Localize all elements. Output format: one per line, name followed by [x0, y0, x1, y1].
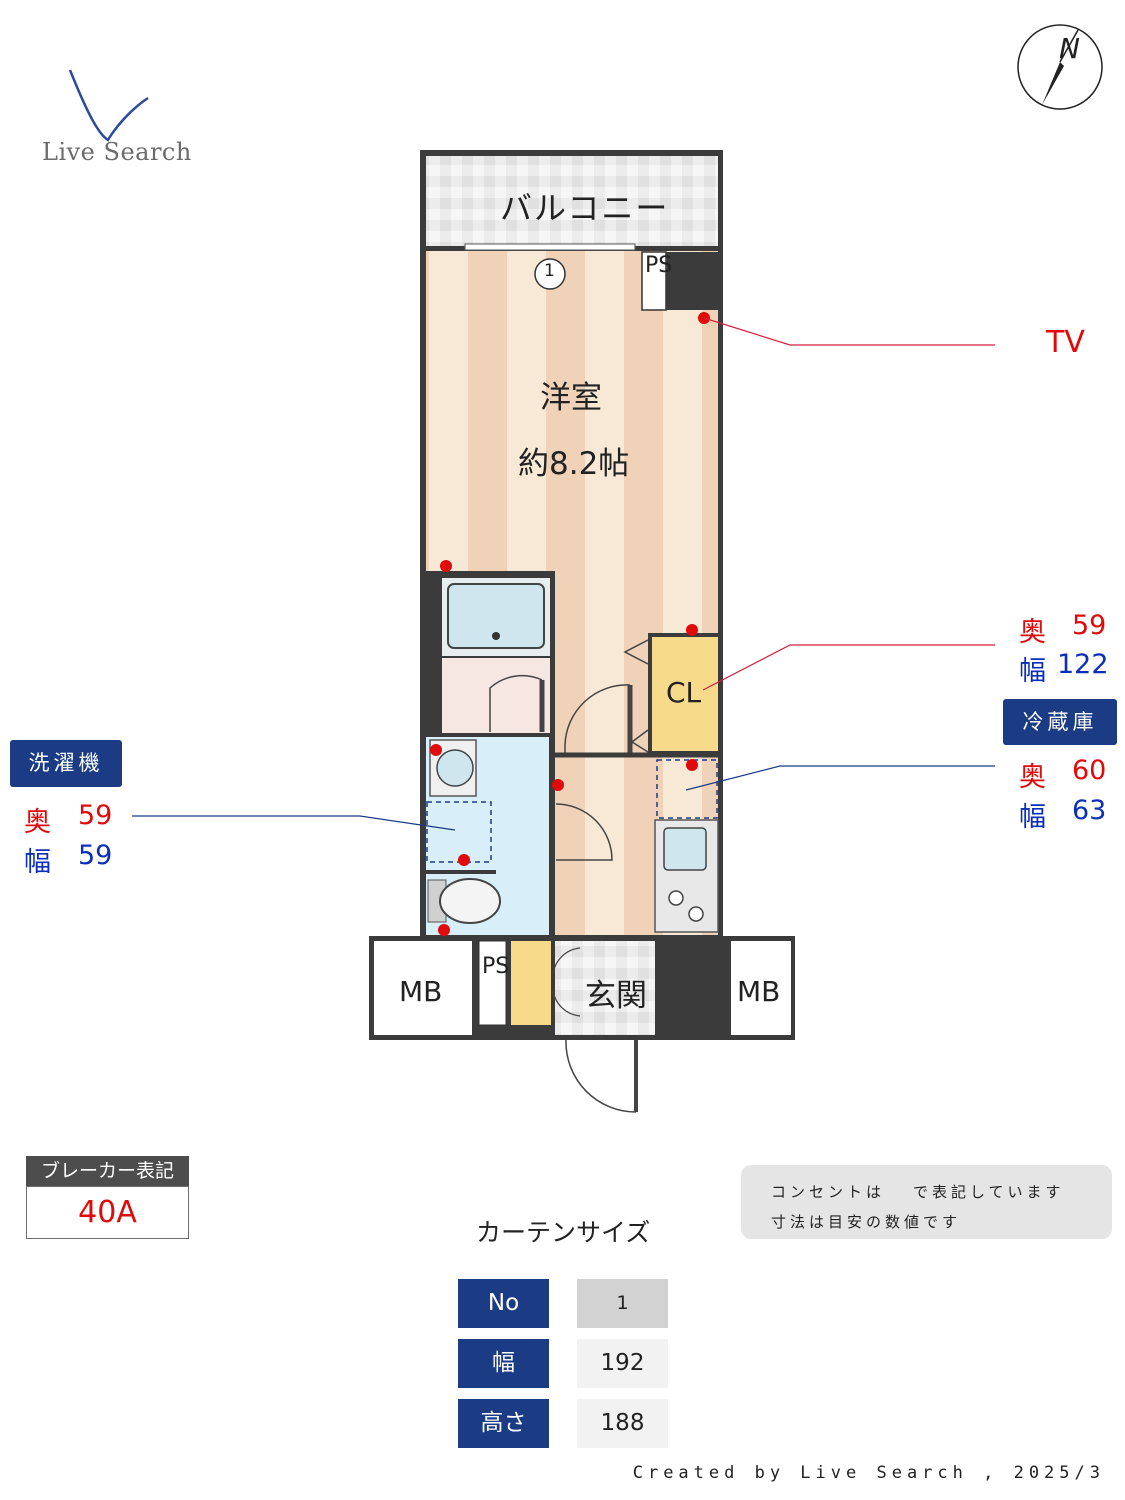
closet-depth-label: 奥: [1019, 617, 1046, 648]
curtain-row-height-label: 高さ: [458, 1399, 549, 1448]
washroom-floor: [442, 658, 550, 733]
note-line1a: コンセントは: [771, 1183, 886, 1201]
mb-left-box: [374, 941, 472, 1035]
closet-width-label: 幅: [1019, 656, 1046, 687]
balcony-floor: [426, 156, 718, 246]
fridge-depth-value: 60: [1072, 755, 1107, 786]
closet-leader: [702, 644, 995, 691]
western-room-size: 約8.2帖: [518, 446, 630, 482]
mb-right-box: [731, 941, 791, 1035]
curtain-marker-label: 1: [544, 261, 555, 281]
fridge-spot: [656, 759, 718, 819]
fridge-leader: [685, 765, 995, 791]
balcony-label: バルコニー: [500, 189, 670, 227]
logo-icon: [68, 69, 149, 142]
compass-north-label: N: [1059, 32, 1080, 65]
mb-right-label: MB: [737, 975, 781, 1008]
ps-top-label: PS: [645, 253, 673, 278]
compass-icon: [1017, 24, 1103, 110]
tv-leader: [703, 317, 995, 346]
note-line2: 寸法は目安の数値です: [771, 1213, 962, 1231]
mb-left-label: MB: [399, 975, 443, 1008]
washer-width-label: 幅: [24, 847, 51, 878]
curtain-row-width-label: 幅: [458, 1339, 549, 1388]
fridge-depth-label: 奥: [1019, 762, 1046, 793]
curtain-row-height-value: 188: [577, 1399, 668, 1448]
washer-tag: 洗濯機: [10, 740, 122, 787]
tv-label: TV: [1046, 325, 1085, 360]
curtain-title: カーテンサイズ: [476, 1218, 651, 1247]
outlet-markers: [430, 312, 710, 936]
washer-leader: [132, 815, 456, 831]
western-room-label: 洋室: [540, 380, 602, 416]
washer-depth-label: 奥: [24, 807, 51, 838]
washer-depth-value: 59: [78, 800, 113, 831]
breaker-value: 40A: [26, 1186, 189, 1239]
bathtub: [447, 583, 545, 649]
entrance-floor: [555, 941, 655, 1035]
brand-name: Live Search: [42, 138, 192, 166]
window: [464, 243, 636, 251]
fridge-width-label: 幅: [1019, 802, 1046, 833]
toilet: [439, 878, 501, 924]
closet-label: CL: [666, 676, 702, 709]
entrance-label: 玄関: [585, 978, 647, 1014]
fridge-tag: 冷蔵庫: [1003, 699, 1117, 745]
curtain-row-no-label: No: [458, 1279, 549, 1328]
closet-width-value: 122: [1057, 649, 1109, 680]
ps-bottom-label: PS: [482, 954, 510, 979]
note-box: [741, 1165, 1112, 1239]
credit-text: Created by Live Search , 2025/3: [632, 1463, 1105, 1483]
fridge-width-value: 63: [1072, 795, 1107, 826]
breaker-label: ブレーカー表記: [26, 1156, 189, 1186]
closet: [648, 633, 722, 755]
curtain-row-width-value: 192: [577, 1339, 668, 1388]
closet-depth-value: 59: [1072, 610, 1107, 641]
washer-width-value: 59: [78, 840, 113, 871]
note-line1b: で表記しています: [913, 1183, 1065, 1201]
curtain-row-no-value: 1: [577, 1279, 668, 1328]
